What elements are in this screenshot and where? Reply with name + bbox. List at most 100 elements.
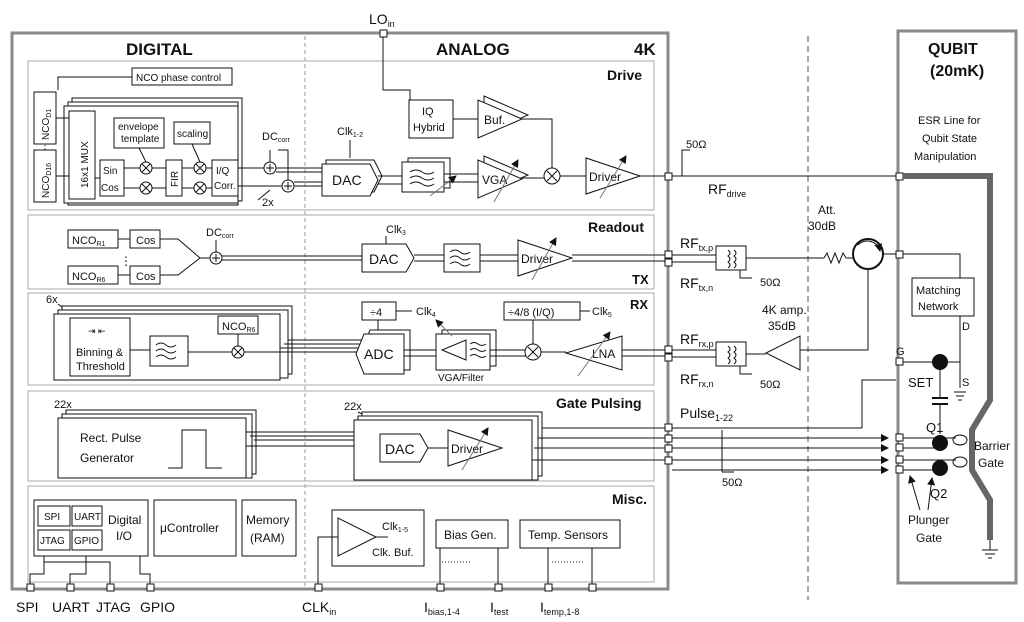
- 4k-amp-label-1: 4K amp.: [762, 303, 807, 317]
- q1-icon: [932, 435, 948, 451]
- plunger-label-2: Gate: [916, 531, 942, 545]
- clk-buf-block: [331, 509, 425, 567]
- sin-cos-block: [99, 159, 125, 197]
- matching-label-2: Network: [918, 301, 959, 313]
- gate-driver-block: [447, 429, 504, 467]
- jtag-block: [37, 529, 71, 551]
- esr-pin: [895, 172, 904, 181]
- label-rx: RX: [630, 297, 648, 312]
- memory-label-1: Memory: [246, 513, 289, 527]
- source-label: S: [962, 377, 969, 389]
- lna-label: LNA: [592, 347, 615, 361]
- lna-block: [564, 335, 623, 371]
- drive-vga-label: VGA: [482, 173, 507, 187]
- temp-sensors-label: Temp. Sensors: [528, 528, 608, 542]
- vga-filter-amp-icon: [440, 339, 467, 361]
- rect-pulse-label-2: Generator: [80, 451, 134, 465]
- drive-vga-block: [477, 159, 524, 199]
- bias-gen-block: [435, 519, 509, 549]
- binning-icon: ⇥ ⇤: [88, 326, 106, 336]
- drive-filter-block: [401, 161, 445, 193]
- label-drive: Drive: [607, 67, 642, 83]
- adc-label: ADC: [364, 346, 394, 362]
- memory-label-2: (RAM): [250, 531, 285, 545]
- rf-txn-label: RFtx,n: [680, 275, 713, 293]
- section-analog: ANALOG: [436, 40, 510, 59]
- esr-line: [903, 173, 993, 540]
- rx-digital-filter-block: [149, 335, 189, 367]
- readout-tx-filter-icon: [449, 249, 471, 267]
- gate-driver-label: Driver: [451, 442, 483, 456]
- drive-dac-label: DAC: [332, 172, 362, 188]
- esr-label-1: ESR Line for: [918, 115, 981, 127]
- pin-spi-label: SPI: [16, 599, 39, 615]
- 4k-amp-icon: [764, 335, 801, 371]
- envelope-label-1: envelope: [118, 122, 159, 133]
- mux-label: 16x1 MUX: [80, 141, 91, 188]
- readout-clk3-label: Clk3: [386, 224, 406, 237]
- drive-dac-block: [321, 163, 379, 197]
- att-label-2: 30dB: [808, 219, 836, 233]
- pulse-pin-4: [664, 456, 673, 465]
- esr-label-3: Manipulation: [914, 151, 976, 163]
- div48-label: ÷4/8 (I/Q): [508, 307, 554, 319]
- pin-ibias-label: Ibias,1-4: [424, 599, 460, 617]
- binning-label-2: Threshold: [76, 361, 125, 373]
- readout-tx-section: [27, 214, 655, 290]
- qubit-gate-pin-3: [895, 455, 904, 464]
- sin-label: Sin: [103, 166, 117, 177]
- drive-filter-icon: [409, 169, 435, 187]
- qubit-gate-pin-1: [895, 433, 904, 442]
- pulse-pin-2: [664, 434, 673, 443]
- tx-balun-icon: [715, 245, 747, 271]
- section-qubit: QUBIT: [928, 41, 978, 58]
- drain-label: D: [962, 321, 970, 333]
- div4-label: ÷4: [370, 307, 382, 319]
- misc-section: [27, 485, 655, 583]
- gate-dac-block: [379, 433, 429, 463]
- digital-io-label-2: I/O: [116, 529, 132, 543]
- gpio-label: GPIO: [74, 536, 99, 547]
- pin-itemp-label: Itemp,1-8: [540, 599, 579, 617]
- spi-block: [37, 505, 71, 527]
- ucontroller-block: [153, 499, 237, 557]
- digital-io-label-1: Digital: [108, 513, 141, 527]
- itest-pin: [494, 583, 503, 592]
- uart-block: [71, 505, 103, 527]
- chip-4k-frame: [10, 31, 670, 591]
- gate-22x-label-2: 22x: [344, 401, 362, 413]
- adc-block: [355, 333, 405, 375]
- nco-d1-label: NCOD1: [41, 109, 53, 140]
- jtag-label: JTAG: [40, 536, 65, 547]
- rf-rxn-pin: [664, 353, 673, 362]
- drive-2x-label: 2x: [262, 197, 274, 209]
- ucontroller-label: μController: [160, 521, 219, 535]
- readout-cos-6-label: Cos: [136, 271, 156, 283]
- drive-50ohm-label: 50Ω: [686, 139, 706, 151]
- rx-balun-icon: [715, 341, 747, 367]
- set-gate-pin: [895, 357, 904, 366]
- qubit-gate-pin-2: [895, 443, 904, 452]
- lo-line: [382, 37, 411, 100]
- lo-in-label: LOin: [369, 11, 395, 29]
- attenuator-icon: [823, 251, 847, 265]
- rx-nco-r6-label: NCOR6: [222, 321, 256, 334]
- qubit-frame: [896, 29, 1018, 585]
- rx-6x-label: 6x: [46, 294, 58, 306]
- gpio-pin: [146, 583, 155, 592]
- clk-in-pin: [314, 583, 323, 592]
- itemp-pin-1: [544, 583, 553, 592]
- nco-phase-line: [57, 76, 132, 90]
- iq-corr-label-1: I/Q: [216, 166, 230, 177]
- rf-txn-pin: [664, 258, 673, 267]
- readout-tx-driver-label: Driver: [521, 252, 553, 266]
- envelope-label-2: template: [121, 134, 160, 145]
- barrier-gate-2-icon: [952, 456, 968, 468]
- memory-block: [241, 499, 297, 557]
- label-tx: TX: [632, 272, 649, 287]
- matching-network-block: [911, 277, 975, 317]
- drive-driver-block: [585, 157, 642, 195]
- barrier-label-1: Barrier: [974, 439, 1010, 453]
- nco-r1-label: NCOR1: [72, 235, 106, 248]
